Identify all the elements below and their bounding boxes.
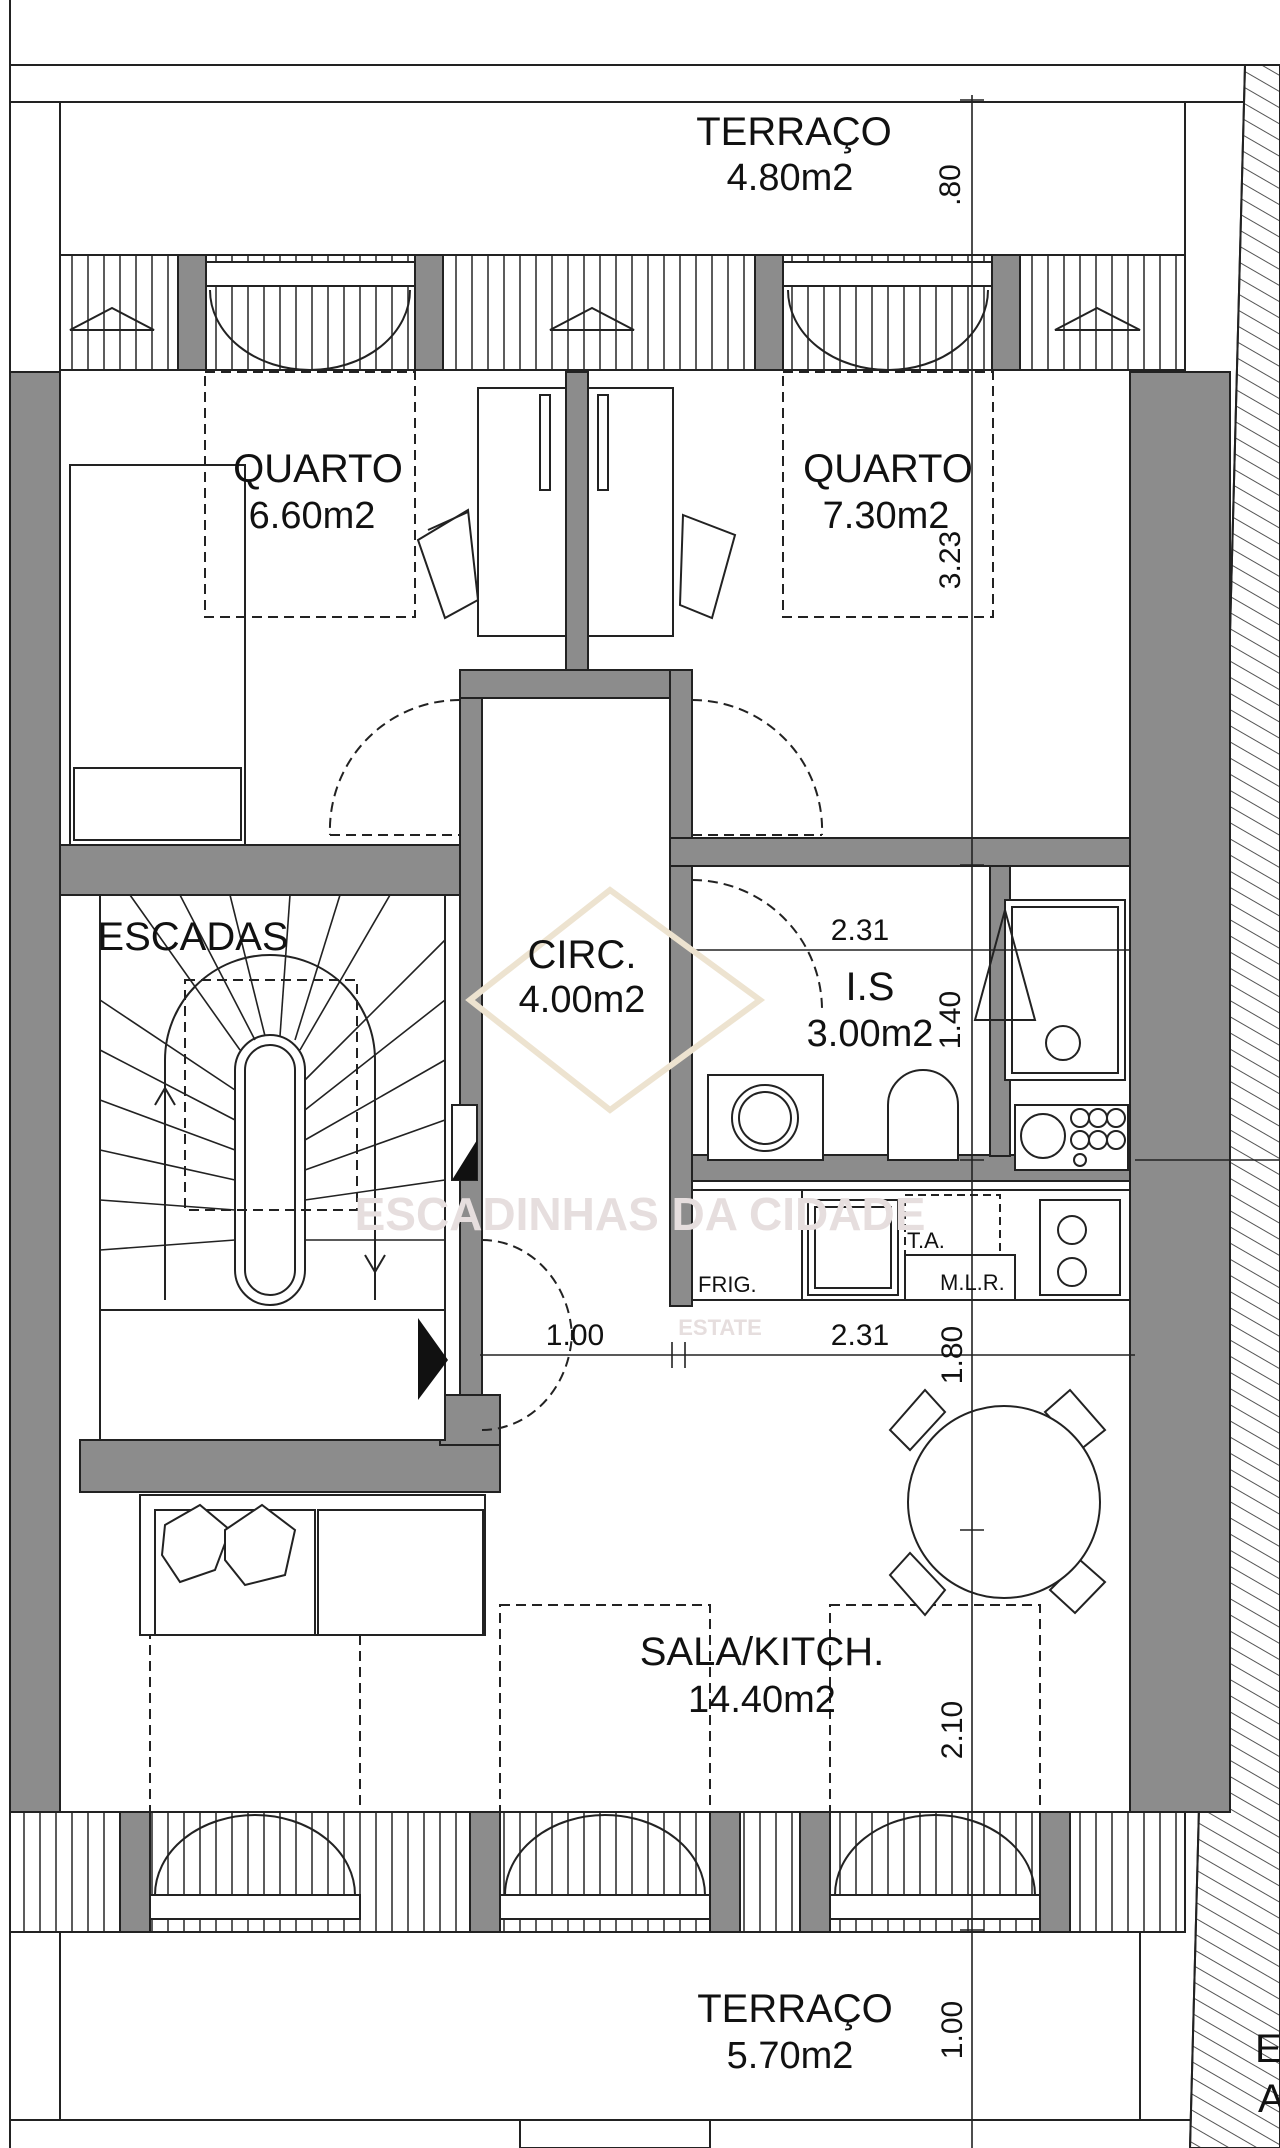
watermark-sub: ESTATE — [678, 1315, 762, 1340]
edge-text: E A — [1255, 2027, 1280, 2121]
kitchen-counter — [691, 1189, 1131, 1301]
terrace-top-area: 4.80m2 — [727, 157, 854, 199]
ta-label: T.A. — [907, 1228, 945, 1253]
dimension-labels: .80 3.23 2.31 1.40 1.00 2.31 1.80 2.10 1… — [546, 164, 969, 2059]
fixture-labels: FRIG. T.A. M.L.R. — [698, 1228, 1005, 1297]
quarto-left-area: 6.60m2 — [249, 495, 376, 537]
edge-text-2: A — [1258, 2077, 1280, 2121]
desks — [416, 387, 737, 637]
stairs — [99, 894, 446, 1441]
walls — [9, 371, 1231, 1813]
escadas-name: ESCADAS — [97, 915, 288, 959]
top-window-pillars — [177, 254, 1021, 371]
quarto-left-name: QUARTO — [233, 447, 403, 491]
stair-direction-arrow — [418, 1318, 448, 1400]
circ-area: 4.00m2 — [519, 979, 646, 1021]
watermark: ESCADINHAS DA CIDADE ESTATE — [355, 886, 926, 1340]
circ-name: CIRC. — [528, 933, 637, 977]
top-window-swings — [209, 289, 989, 371]
dim-is-depth: 1.40 — [934, 991, 967, 1049]
mlr-label: M.L.R. — [940, 1270, 1005, 1295]
bottom-window-swings — [154, 1814, 1036, 1896]
dimension-lines — [480, 95, 1280, 2148]
dim-sala: 2.10 — [936, 1701, 969, 1759]
sala-area: 14.40m2 — [688, 1679, 836, 1721]
shower-swing — [973, 906, 1037, 1021]
water-heater — [1020, 1108, 1126, 1167]
quarto-right-area: 7.30m2 — [823, 495, 950, 537]
terrace-bottom-name: TERRAÇO — [697, 1987, 893, 2031]
watermark-brand: ESCADINHAS DA CIDADE — [355, 1188, 926, 1240]
dim-kitchen-depth: 1.80 — [936, 1326, 969, 1384]
railing-vents-top — [69, 306, 1141, 331]
door-swings — [328, 699, 824, 1431]
dining-table — [888, 1388, 1107, 1617]
bathroom-fixtures — [707, 899, 1129, 1171]
top-windows — [205, 261, 993, 287]
frig-label: FRIG. — [698, 1272, 757, 1297]
sala-name: SALA/KITCH. — [640, 1630, 885, 1674]
dim-quarto: 3.23 — [934, 531, 967, 589]
bed — [69, 464, 246, 846]
edge-text-1: E — [1255, 2027, 1280, 2071]
bottom-terrace-lines — [10, 1932, 1190, 2148]
dim-is-width: 2.31 — [831, 914, 889, 947]
room-labels: TERRAÇO 4.80m2 QUARTO 6.60m2 QUARTO 7.30… — [97, 110, 972, 2077]
dim-terrace-top: .80 — [934, 164, 967, 206]
bottom-windows — [149, 1894, 1041, 1920]
bottom-window-pillars — [119, 1811, 1071, 1933]
sofa — [139, 1494, 486, 1636]
terrace-bottom-area: 5.70m2 — [727, 2035, 854, 2077]
is-area: 3.00m2 — [807, 1013, 934, 1055]
dim-circ: 1.00 — [546, 1319, 604, 1352]
quarto-right-name: QUARTO — [803, 447, 973, 491]
top-parapet — [10, 64, 1245, 255]
terrace-top-name: TERRAÇO — [696, 110, 892, 154]
is-name: I.S — [846, 965, 895, 1009]
dim-kitchen-width: 2.31 — [831, 1319, 889, 1352]
dim-terrace-bottom: 1.00 — [936, 2001, 969, 2059]
